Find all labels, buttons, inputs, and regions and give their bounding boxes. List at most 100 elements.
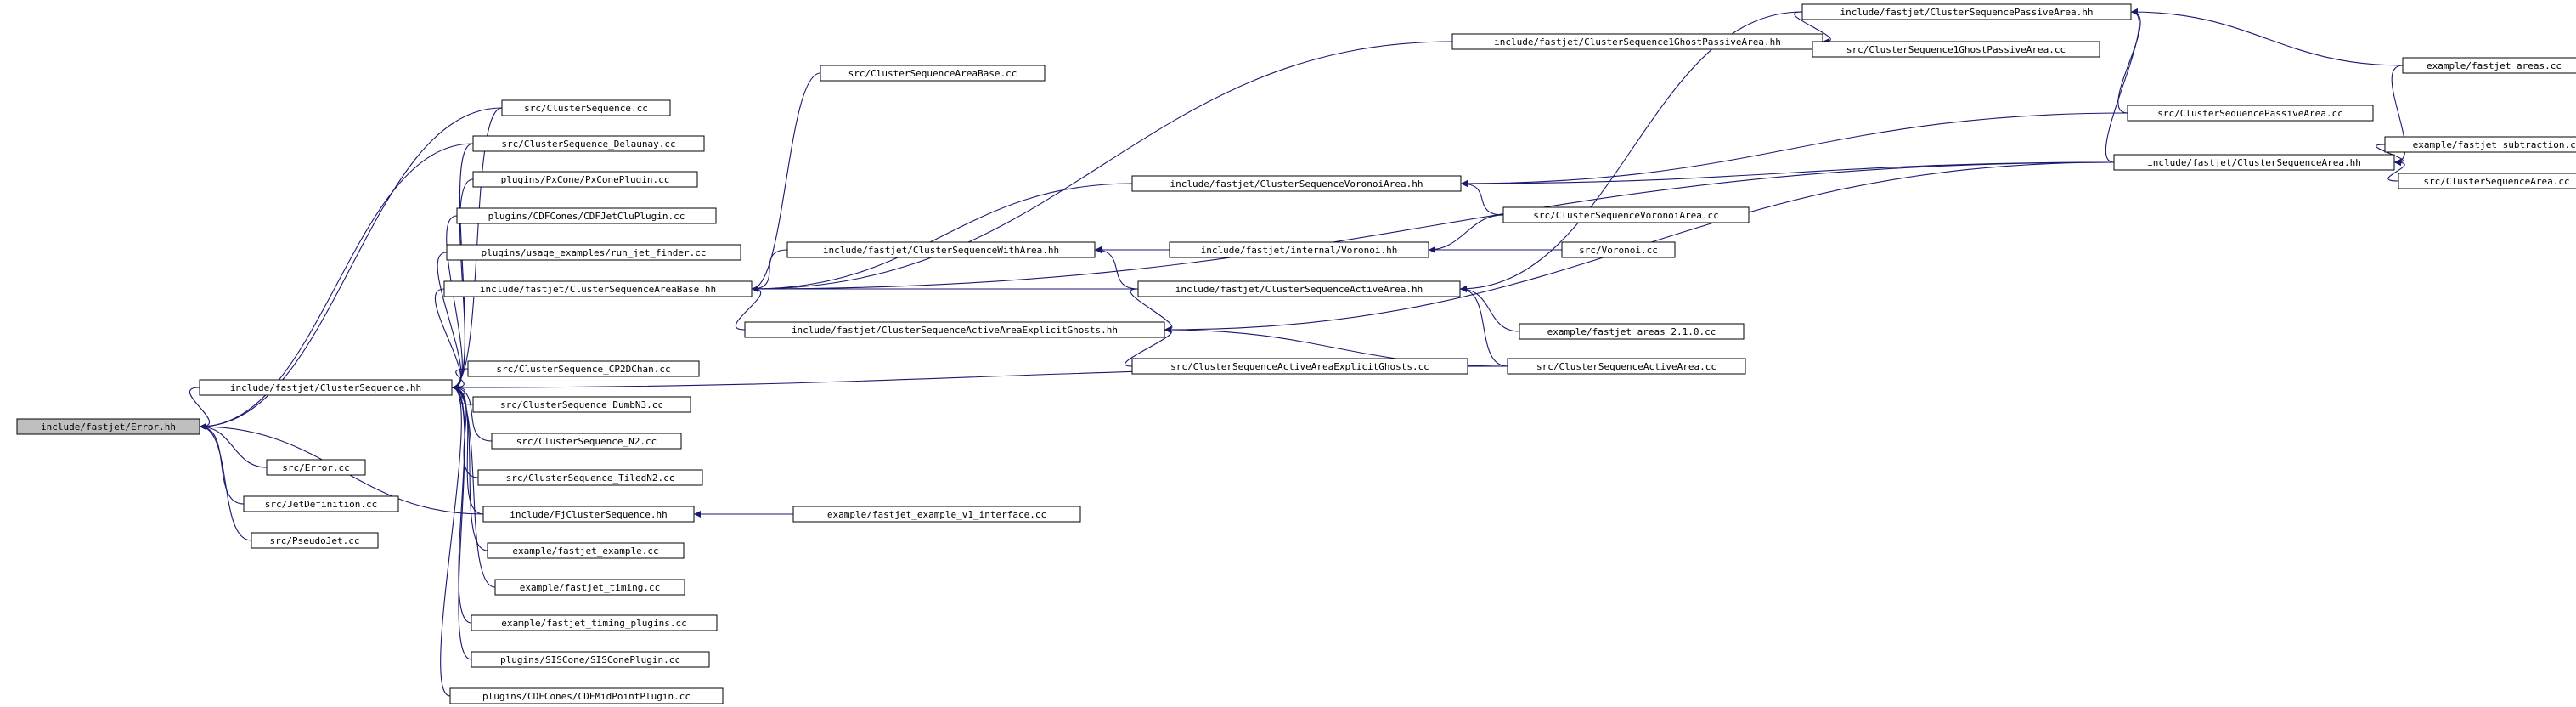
node-csaaeg_hh[interactable]: include/fastjet/ClusterSequenceActiveAre… <box>744 321 1165 338</box>
node-pseudo_cc[interactable]: src/PseudoJet.cc <box>251 532 379 549</box>
edge-cspa_hh-to-csaa_hh <box>1459 11 1803 292</box>
edge-cs_cc-to-err <box>199 107 503 430</box>
edge-fjcs_hh-to-cs_hh <box>451 384 484 515</box>
edge-ex_sub-to-csa_hh <box>2376 144 2404 166</box>
node-box <box>501 99 671 116</box>
node-box <box>467 360 700 377</box>
node-voronoi_hh[interactable]: include/fastjet/internal/Voronoi.hh <box>1169 241 1429 258</box>
node-csva_cc[interactable]: src/ClusterSequenceVoronoiArea.cc <box>1502 206 1750 223</box>
node-label: src/ClusterSequenceActiveAreaExplicitGho… <box>1170 361 1429 372</box>
node-box <box>446 244 741 261</box>
node-cs1gpa_hh[interactable]: include/fastjet/ClusterSequence1GhostPas… <box>1451 33 1823 50</box>
node-cs1gpa_cc[interactable]: src/ClusterSequence1GhostPassiveArea.cc <box>1812 41 2100 58</box>
edge-csab_hh-to-cs_hh <box>434 288 462 391</box>
file-nodes: include/fastjet/Error.hh include/fastjet/… <box>16 3 2576 704</box>
node-box <box>16 418 200 435</box>
edge-csaa_hh-to-cswa_hh <box>1094 246 1139 290</box>
node-label: src/ClusterSequenceActiveArea.cc <box>1536 361 1716 372</box>
node-siscone[interactable]: plugins/SISCone/SISConePlugin.cc <box>471 651 710 668</box>
node-csaaeg_cc[interactable]: src/ClusterSequenceActiveAreaExplicitGho… <box>1131 358 1468 375</box>
node-csab_hh[interactable]: include/fastjet/ClusterSequenceAreaBase.… <box>443 280 753 297</box>
node-label: example/fastjet_example.cc <box>512 546 658 557</box>
node-box <box>199 379 453 396</box>
node-box <box>472 171 698 188</box>
node-runjet[interactable]: plugins/usage_examples/run_jet_finder.cc <box>446 244 741 261</box>
node-label: include/fastjet/ClusterSequenceWithArea.… <box>823 245 1059 256</box>
dependency-edges <box>189 8 2406 697</box>
edge-ex_timing-to-cs_hh <box>451 384 496 588</box>
node-cs_n2[interactable]: src/ClusterSequence_N2.cc <box>491 433 682 450</box>
edge-cspa_cc-to-cspa_hh <box>2117 8 2141 114</box>
node-cdfjetclu[interactable]: plugins/CDFCones/CDFJetCluPlugin.cc <box>456 207 717 224</box>
node-label: plugins/usage_examples/run_jet_finder.cc <box>482 247 707 258</box>
node-cswa_hh[interactable]: include/fastjet/ClusterSequenceWithArea.… <box>786 241 1096 258</box>
edge-cs_n2-to-cs_hh <box>451 384 493 442</box>
node-box <box>1507 358 1746 375</box>
node-jetdef_cc[interactable]: src/JetDefinition.cc <box>243 495 399 512</box>
node-ex_v1[interactable]: example/fastjet_example_v1_interface.cc <box>792 506 1081 523</box>
edge-jetdef_cc-to-err <box>199 423 245 505</box>
edge-csa_hh-to-cspa_hh <box>2105 8 2140 163</box>
node-box <box>477 469 703 486</box>
node-error_cc[interactable]: src/Error.cc <box>266 459 366 476</box>
node-label: src/ClusterSequence1GhostPassiveArea.cc <box>1846 44 2066 55</box>
edge-cs_delaunay-to-err <box>199 143 474 430</box>
node-box <box>1812 41 2100 58</box>
edge-cspa_cc-to-csva_hh <box>1460 112 2128 187</box>
node-label: plugins/CDFCones/CDFJetCluPlugin.cc <box>488 211 685 222</box>
node-ex_example[interactable]: example/fastjet_example.cc <box>487 542 685 559</box>
node-ex_timing_pl[interactable]: example/fastjet_timing_plugins.cc <box>471 614 718 631</box>
edge-cs1gpa_hh-to-csab_hh <box>751 41 1453 292</box>
node-csaa_hh[interactable]: include/fastjet/ClusterSequenceActiveAre… <box>1137 280 1461 297</box>
edge-csa_hh-to-csva_hh <box>1460 161 2115 187</box>
edge-ex_areas-to-cspa_hh <box>2130 8 2404 66</box>
node-ex_areas21[interactable]: example/fastjet_areas_2.1.0.cc <box>1519 323 1745 340</box>
node-ex_areas[interactable]: example/fastjet_areas.cc <box>2402 57 2576 74</box>
node-fjcs_hh[interactable]: include/FjClusterSequence.hh <box>482 506 695 523</box>
node-cs_cp2d[interactable]: src/ClusterSequence_CP2DChan.cc <box>467 360 700 377</box>
node-label: src/ClusterSequence.cc <box>524 103 648 114</box>
node-label: include/fastjet/ClusterSequenceAreaBase.… <box>480 284 716 295</box>
node-label: include/fastjet/internal/Voronoi.hh <box>1201 245 1398 256</box>
node-box <box>471 651 710 668</box>
node-box <box>266 459 366 476</box>
node-box <box>243 495 399 512</box>
node-csab_cc[interactable]: src/ClusterSequenceAreaBase.cc <box>820 65 1046 82</box>
node-ex_sub[interactable]: example/fastjet_subtraction.cc <box>2384 136 2576 153</box>
node-csaa_cc[interactable]: src/ClusterSequenceActiveArea.cc <box>1507 358 1746 375</box>
node-cspa_cc[interactable]: src/ClusterSequencePassiveArea.cc <box>2127 105 2374 122</box>
node-csva_hh[interactable]: include/fastjet/ClusterSequenceVoronoiAr… <box>1131 175 1462 192</box>
node-label: src/ClusterSequenceArea.cc <box>2423 176 2569 187</box>
node-label: src/PseudoJet.cc <box>270 535 360 546</box>
node-box <box>2127 105 2374 122</box>
node-ex_timing[interactable]: example/fastjet_timing.cc <box>494 579 685 596</box>
edge-error_cc-to-err <box>199 423 268 468</box>
node-err[interactable]: include/fastjet/Error.hh <box>16 418 200 435</box>
node-label: src/ClusterSequence_N2.cc <box>516 436 657 447</box>
node-csa_hh[interactable]: include/fastjet/ClusterSequenceArea.hh <box>2113 154 2395 171</box>
node-csa_cc[interactable]: src/ClusterSequenceArea.cc <box>2398 173 2576 189</box>
node-label: example/fastjet_areas.cc <box>2427 60 2562 71</box>
node-cs_delaunay[interactable]: src/ClusterSequence_Delaunay.cc <box>472 135 705 152</box>
edge-siscone-to-cs_hh <box>451 384 472 660</box>
node-label: src/ClusterSequence_TiledN2.cc <box>506 472 675 484</box>
node-cdfmid[interactable]: plugins/CDFCones/CDFMidPointPlugin.cc <box>449 687 724 704</box>
node-cs_hh[interactable]: include/fastjet/ClusterSequence.hh <box>199 379 453 396</box>
edge-csab_cc-to-csab_hh <box>751 72 821 292</box>
node-label: src/ClusterSequence_DumbN3.cc <box>500 399 663 410</box>
node-voronoi_cc[interactable]: src/Voronoi.cc <box>1561 241 1676 258</box>
node-pxcone[interactable]: plugins/PxCone/PxConePlugin.cc <box>472 171 698 188</box>
node-label: include/fastjet/ClusterSequence1GhostPas… <box>1494 37 1781 48</box>
node-cs_tiled[interactable]: src/ClusterSequence_TiledN2.cc <box>477 469 703 486</box>
edge-pseudo_cc-to-err <box>199 423 252 541</box>
node-label: example/fastjet_example_v1_interface.cc <box>827 509 1046 520</box>
edge-csaa_cc-to-csaa_hh <box>1459 286 1508 367</box>
node-box <box>820 65 1046 82</box>
node-cs_cc[interactable]: src/ClusterSequence.cc <box>501 99 671 116</box>
node-box <box>2384 136 2576 153</box>
node-cs_dumbn3[interactable]: src/ClusterSequence_DumbN3.cc <box>472 396 691 413</box>
node-cspa_hh[interactable]: include/fastjet/ClusterSequencePassiveAr… <box>1801 3 2132 20</box>
node-label: src/ClusterSequenceVoronoiArea.cc <box>1533 210 1719 221</box>
node-label: src/Error.cc <box>282 462 349 473</box>
edge-csa_hh-to-csab_hh <box>751 161 2115 292</box>
